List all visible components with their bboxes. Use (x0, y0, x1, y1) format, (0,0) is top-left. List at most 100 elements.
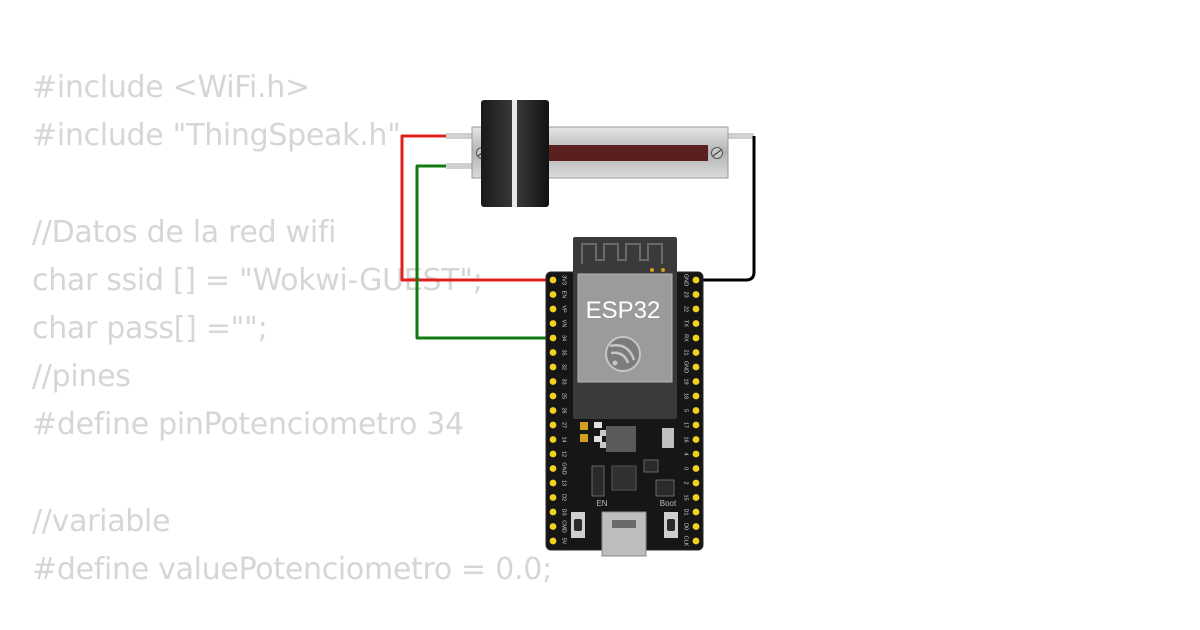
code-line: #define pinPotenciometro 34 (32, 407, 464, 443)
right-pin-17[interactable] (692, 421, 700, 429)
right-pin-2[interactable] (692, 479, 700, 487)
left-pin-label: EN (561, 291, 567, 299)
right-pin-gnd[interactable] (692, 276, 700, 284)
right-pin-label: RX (683, 334, 689, 342)
code-line: //Datos de la red wifi (32, 214, 337, 250)
pot-pin-vcc (446, 133, 476, 139)
right-pin-19[interactable] (692, 378, 700, 385)
left-pin-vp[interactable] (549, 305, 557, 313)
right-pin-d1[interactable] (692, 508, 700, 516)
regulator-pin (600, 442, 606, 448)
smd-part (594, 436, 602, 442)
pot-track (548, 145, 708, 161)
right-pin-label: 17 (683, 422, 689, 428)
left-pin-34[interactable] (549, 334, 557, 342)
left-pin-label: 3V3 (561, 275, 567, 285)
right-pin-label: GND (683, 361, 689, 373)
left-pin-cmd[interactable] (549, 523, 557, 530)
right-pin-22[interactable] (692, 305, 700, 313)
code-line: //pines (32, 359, 131, 395)
en-button[interactable] (571, 512, 585, 538)
right-pin-label: 4 (683, 452, 689, 455)
right-pin-tx[interactable] (692, 320, 700, 327)
right-pin-clk[interactable] (692, 537, 700, 545)
left-pin-header: 3V3ENVPVN343532332526271412GND13D2D3CMD5… (549, 275, 567, 545)
code-line: #define valuePotenciometro = 0.0; (32, 551, 552, 587)
diode (662, 428, 674, 448)
boot-button[interactable] (664, 512, 678, 538)
left-pin-vn[interactable] (549, 320, 557, 327)
left-pin-27[interactable] (549, 421, 557, 429)
right-pin-label: 22 (683, 306, 689, 312)
left-pin-d3[interactable] (549, 508, 557, 516)
right-pin-0[interactable] (692, 465, 700, 472)
right-pin-label: 18 (683, 393, 689, 399)
right-pin-label: GND (683, 274, 689, 286)
left-pin-14[interactable] (549, 436, 557, 443)
left-pin-3v3[interactable] (549, 276, 557, 284)
code-line: char pass[] =""; (32, 310, 268, 346)
espressif-logo-icon (605, 336, 641, 372)
board-label: ESP32 (586, 297, 661, 324)
right-pin-label: 23 (683, 291, 689, 297)
left-pin-d2[interactable] (549, 494, 557, 501)
right-pin-23[interactable] (692, 291, 700, 298)
right-pin-label: 2 (683, 481, 689, 484)
left-pin-26[interactable] (549, 407, 557, 414)
smd-part (655, 479, 675, 497)
module-pad (650, 268, 654, 272)
left-pin-5v[interactable] (549, 537, 557, 545)
antenna-trace (581, 243, 663, 264)
smd-part (580, 434, 588, 442)
left-pin-label: 5V (561, 538, 567, 545)
left-pin-33[interactable] (549, 378, 557, 385)
left-pin-label: VP (561, 305, 567, 313)
left-pin-label: 12 (561, 451, 567, 457)
left-pin-label: 25 (561, 393, 567, 399)
micro-usb-port[interactable] (601, 511, 647, 557)
right-pin-21[interactable] (692, 349, 700, 356)
right-pin-d0[interactable] (692, 523, 700, 530)
right-pin-label: 15 (683, 494, 689, 500)
right-pin-gnd[interactable] (692, 363, 700, 371)
left-pin-label: CMD (561, 520, 567, 533)
en-button-label: EN (596, 499, 607, 508)
right-pin-rx[interactable] (692, 334, 700, 342)
right-pin-4[interactable] (692, 450, 700, 458)
left-pin-label: 13 (561, 480, 567, 486)
code-line: //variable (32, 503, 171, 539)
right-pin-label: D1 (683, 508, 689, 515)
code-line: #include <WiFi.h> (32, 70, 310, 105)
gnd-wire[interactable] (697, 136, 756, 282)
module-pad (661, 268, 665, 272)
right-pin-label: 21 (683, 349, 689, 355)
left-pin-12[interactable] (549, 450, 557, 458)
left-pin-gnd[interactable] (549, 465, 557, 472)
regulator-pin (600, 430, 606, 436)
left-pin-32[interactable] (549, 363, 557, 371)
voltage-regulator (606, 426, 636, 452)
pot-slider-knob[interactable] (481, 100, 549, 207)
right-pin-label: 5 (683, 409, 689, 412)
left-pin-label: 35 (561, 349, 567, 355)
slide-potentiometer[interactable] (446, 100, 754, 207)
right-pin-18[interactable] (692, 392, 700, 400)
left-pin-label: 32 (561, 364, 567, 370)
vcc-wire[interactable] (400, 134, 553, 282)
left-pin-en[interactable] (549, 291, 557, 298)
left-pin-35[interactable] (549, 349, 557, 356)
right-pin-16[interactable] (692, 436, 700, 443)
right-pin-5[interactable] (692, 407, 700, 414)
right-pin-label: 19 (683, 378, 689, 384)
left-pin-label: GND (561, 462, 567, 474)
signal-wire[interactable] (415, 164, 553, 340)
left-pin-label: VN (561, 320, 567, 328)
esp32-board[interactable]: ESP32 EN Boot (545, 237, 704, 557)
left-pin-13[interactable] (549, 479, 557, 487)
right-pin-label: 0 (683, 467, 689, 470)
left-pin-label: 14 (561, 436, 567, 442)
right-pin-label: 16 (683, 436, 689, 442)
right-pin-15[interactable] (692, 494, 700, 501)
left-pin-label: D3 (561, 508, 567, 515)
left-pin-25[interactable] (549, 392, 557, 400)
